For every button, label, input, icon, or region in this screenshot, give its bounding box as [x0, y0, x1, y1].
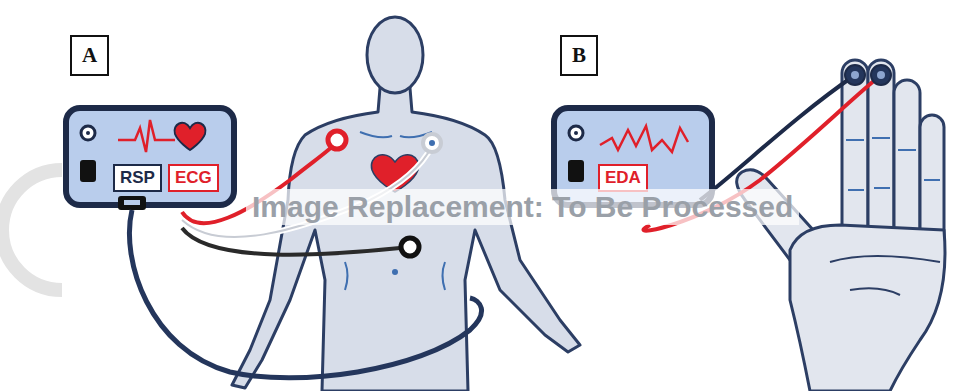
watermark-arc — [2, 170, 62, 290]
node-text: EDA — [605, 168, 641, 188]
finger-electrodes — [845, 65, 891, 85]
signal-tag: EDA — [598, 164, 648, 192]
watermark-text: Image Replacement: To Be Processed — [246, 189, 799, 225]
panel-letter: A — [70, 35, 109, 76]
node-text: B — [572, 43, 586, 68]
respiration-cable — [129, 210, 481, 378]
node-text: ECG — [175, 168, 212, 188]
eda-lead-black — [700, 75, 855, 200]
panel-letter: B — [560, 35, 598, 76]
node-text: A — [82, 43, 97, 68]
signal-tag: ECG — [168, 164, 219, 192]
signal-tag: RSP — [113, 164, 162, 192]
node-text: RSP — [120, 168, 155, 188]
ecg-lead-black — [182, 228, 400, 255]
ecg-rsp-monitor — [66, 108, 234, 210]
